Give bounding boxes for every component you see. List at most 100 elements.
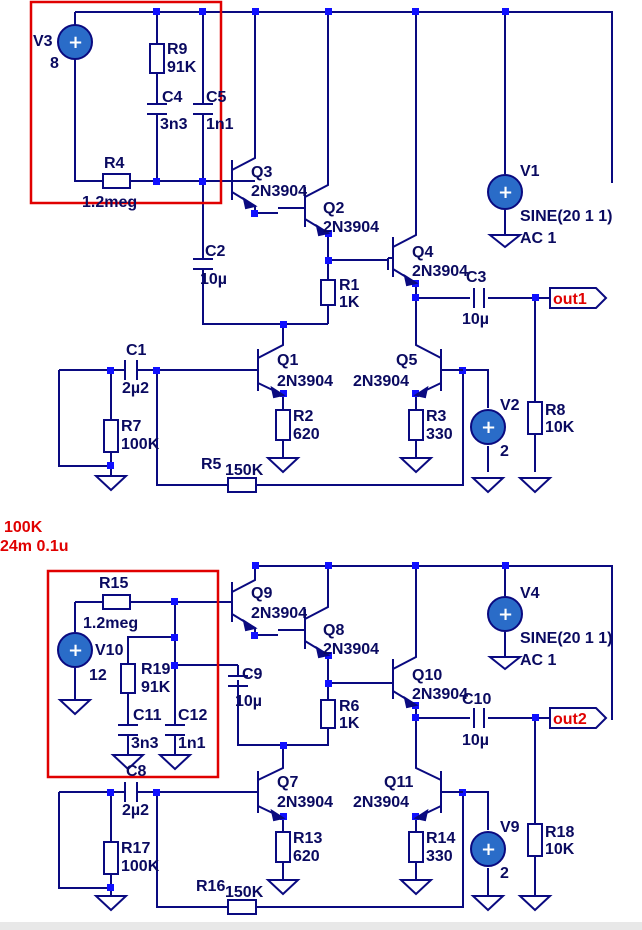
Q2-value: 2N3904 — [323, 219, 379, 236]
bottom-circuit: + + out2 + R1 — [46, 562, 613, 915]
R16-resistor-icon[interactable] — [227, 899, 257, 915]
Q7-value: 2N3904 — [277, 794, 333, 811]
V10-name: V10 — [95, 642, 124, 659]
Q3-transistor-icon[interactable] — [226, 160, 233, 200]
R14-value: 330 — [426, 848, 453, 865]
C12-name: C12 — [178, 707, 207, 724]
R7-resistor-icon[interactable] — [103, 419, 119, 453]
svg-text:+: + — [68, 32, 83, 53]
C4-value: 3n3 — [160, 116, 188, 133]
R4-value: 1.2meg — [82, 194, 137, 211]
ground-icon — [487, 656, 523, 671]
R14-resistor-icon[interactable] — [408, 831, 424, 863]
Q8-transistor-icon[interactable] — [278, 609, 306, 649]
Q11-transistor-icon[interactable] — [440, 771, 463, 813]
R3-resistor-icon[interactable] — [408, 409, 424, 441]
C2-capacitor-icon[interactable] — [193, 258, 213, 270]
R5-value: 150K — [225, 462, 264, 479]
C4-capacitor-icon[interactable] — [147, 103, 167, 115]
R4-resistor-icon[interactable] — [102, 173, 131, 189]
R5-resistor-icon[interactable] — [227, 477, 257, 493]
C1-value: 2µ2 — [122, 380, 149, 397]
Q3-name: Q3 — [251, 164, 272, 181]
svg-text:+: + — [498, 604, 513, 625]
V3-source-icon[interactable] — [57, 24, 93, 60]
out2-label: out2 — [553, 711, 587, 728]
R18-resistor-icon[interactable] — [527, 823, 543, 857]
spice-directive-line2[interactable]: 24m 0.1u — [0, 538, 68, 555]
Q5-transistor-icon[interactable] — [440, 349, 463, 391]
V1-source-icon[interactable] — [487, 174, 523, 210]
Q1-value: 2N3904 — [277, 373, 333, 390]
V4-ac: AC 1 — [520, 652, 557, 669]
out2-port[interactable]: out2 — [549, 707, 608, 729]
Q1-transistor-icon[interactable] — [252, 349, 259, 391]
C10-capacitor-icon[interactable] — [473, 708, 485, 728]
R19-value: 91K — [141, 679, 171, 696]
C9-value: 10µ — [235, 693, 262, 710]
Q9-name: Q9 — [251, 585, 272, 602]
window-bottom-edge — [0, 922, 642, 930]
V2-name: V2 — [500, 397, 520, 414]
Q2-transistor-icon[interactable] — [278, 187, 306, 227]
Q11-name: Q11 — [384, 774, 413, 791]
R15-resistor-icon[interactable] — [102, 594, 131, 610]
V10-source-icon[interactable] — [57, 632, 93, 668]
ground-icon — [517, 895, 553, 912]
selection-box — [46, 569, 220, 779]
V1-value: SINE(20 1 1) — [520, 208, 612, 225]
Q10-transistor-icon[interactable] — [388, 659, 394, 699]
R2-value: 620 — [293, 426, 320, 443]
R13-resistor-icon[interactable] — [275, 831, 291, 863]
V2-source-icon[interactable] — [470, 409, 506, 445]
ground-icon — [110, 754, 146, 771]
out1-port[interactable]: out1 — [549, 287, 608, 309]
R18-name: R18 — [545, 824, 574, 841]
C5-name: C5 — [206, 89, 227, 106]
R2-resistor-icon[interactable] — [275, 409, 291, 441]
V1-ac: AC 1 — [520, 230, 557, 247]
C5-capacitor-icon[interactable] — [193, 103, 213, 115]
C5-value: 1n1 — [206, 116, 234, 133]
C11-value: 3n3 — [131, 735, 159, 752]
R14-name: R14 — [426, 830, 455, 847]
Q5-name: Q5 — [396, 352, 417, 369]
ground-icon — [470, 895, 506, 912]
R9-resistor-icon[interactable] — [149, 43, 165, 74]
R6-name: R6 — [339, 698, 360, 715]
R6-resistor-icon[interactable] — [320, 699, 336, 729]
V2-value: 2 — [500, 443, 509, 460]
R8-value: 10K — [545, 419, 575, 436]
C3-capacitor-icon[interactable] — [473, 288, 485, 308]
selection-box — [29, 0, 223, 205]
C8-capacitor-icon[interactable] — [124, 782, 138, 802]
C12-value: 1n1 — [178, 735, 206, 752]
R7-name: R7 — [121, 418, 142, 435]
C11-capacitor-icon[interactable] — [118, 724, 138, 736]
R17-resistor-icon[interactable] — [103, 841, 119, 875]
C3-name: C3 — [466, 269, 487, 286]
Q10-value: 2N3904 — [412, 686, 468, 703]
C9-capacitor-icon[interactable] — [228, 675, 248, 687]
spice-directive-line1[interactable]: 100K — [4, 519, 43, 536]
R1-resistor-icon[interactable] — [320, 279, 336, 306]
ground-icon — [265, 879, 301, 896]
C1-capacitor-icon[interactable] — [124, 360, 138, 380]
R19-resistor-icon[interactable] — [120, 663, 136, 694]
Q1-name: Q1 — [277, 352, 298, 369]
Q7-transistor-icon[interactable] — [252, 771, 259, 813]
ground-icon — [265, 457, 301, 474]
Q9-transistor-icon[interactable] — [226, 582, 233, 622]
C12-capacitor-icon[interactable] — [165, 724, 185, 736]
V9-source-icon[interactable] — [470, 831, 506, 867]
C4-name: C4 — [162, 89, 183, 106]
R8-resistor-icon[interactable] — [527, 401, 543, 435]
V4-source-icon[interactable] — [487, 596, 523, 632]
C2-value: 10µ — [200, 271, 227, 288]
R13-value: 620 — [293, 848, 320, 865]
Q4-transistor-icon[interactable] — [388, 237, 394, 277]
C8-value: 2µ2 — [122, 802, 149, 819]
V9-value: 2 — [500, 865, 509, 882]
C9-name: C9 — [242, 666, 263, 683]
